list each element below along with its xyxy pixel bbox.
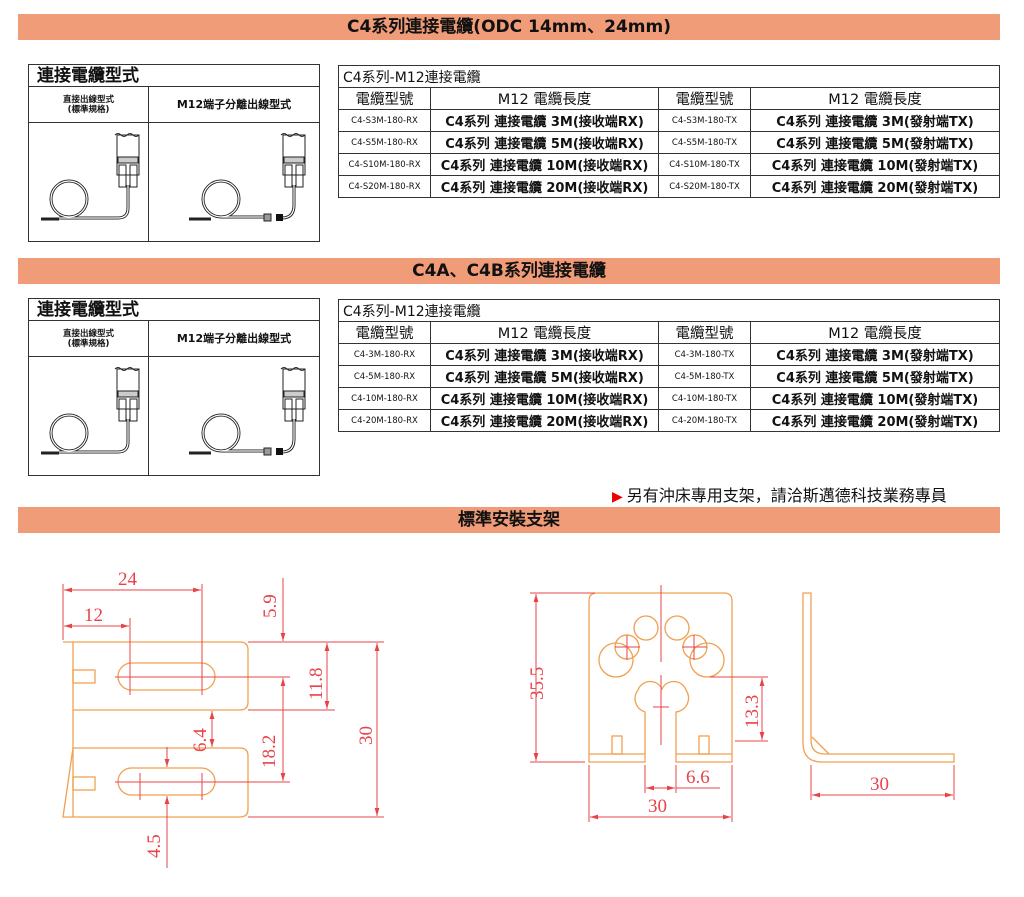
dim-24: 24 <box>118 569 138 590</box>
desc-cell: C4系列 連接電纜 3M(發射端TX) <box>750 109 1000 132</box>
dim-13-3: 13.3 <box>742 695 763 728</box>
desc-cell: C4系列 連接電纜 10M(發射端TX) <box>750 387 1000 410</box>
bracket-top-view <box>62 641 249 818</box>
desc-cell: C4系列 連接電纜 3M(接收端RX) <box>430 109 659 132</box>
cable-type-title: 連接電纜型式 <box>29 65 319 87</box>
desc-cell: C4系列 連接電纜 20M(發射端TX) <box>750 175 1000 198</box>
desc-cell: C4系列 連接電纜 3M(接收端RX) <box>430 343 659 366</box>
desc-cell: C4系列 連接電纜 5M(接收端RX) <box>430 365 659 388</box>
m12-cable-illustration <box>149 123 319 241</box>
cable-type-title: 連接電纜型式 <box>29 299 319 321</box>
m12-type-label: M12端子分離出線型式 <box>176 331 292 345</box>
direct-type-label: 直接出線型式(標準規格) <box>29 321 149 356</box>
dim-12: 12 <box>84 605 103 626</box>
dim-4-5: 4.5 <box>144 834 165 858</box>
dim-35-5: 35.5 <box>527 667 548 700</box>
top-view-dimension-lines <box>62 578 384 868</box>
section-title-c4: C4系列連接電纜(ODC 14mm、24mm) <box>18 14 1000 40</box>
dim-11-8: 11.8 <box>306 667 327 700</box>
front-view-dimension-lines <box>530 585 768 822</box>
bracket-front-view <box>588 592 733 763</box>
direct-cable-illustration <box>29 123 149 241</box>
desc-cell: C4系列 連接電纜 10M(接收端RX) <box>430 153 659 176</box>
model-cell: C4-20M-180-TX <box>658 409 751 432</box>
dim-6-4: 6.4 <box>190 728 211 752</box>
header-length: M12 電纜長度 <box>750 321 1000 344</box>
direct-type-label: 直接出線型式(標準規格) <box>29 87 149 122</box>
dim-front-30: 30 <box>648 796 667 817</box>
note-text: ▶另有沖床專用支架，請洽斯邁德科技業務專員 <box>612 486 947 505</box>
dim-6-6: 6.6 <box>686 767 710 788</box>
desc-cell: C4系列 連接電纜 5M(發射端TX) <box>750 365 1000 388</box>
desc-cell: C4系列 連接電纜 20M(接收端RX) <box>430 409 659 432</box>
cable-type-box: 連接電纜型式 直接出線型式(標準規格) M12端子分離出線型式 <box>28 298 320 476</box>
m12-type-label: M12端子分離出線型式 <box>176 97 292 111</box>
section-title-bracket: 標準安裝支架 <box>18 507 1000 533</box>
desc-cell: C4系列 連接電纜 20M(發射端TX) <box>750 409 1000 432</box>
bracket-side-view <box>802 592 955 763</box>
header-model: 電纜型號 <box>338 87 431 110</box>
header-length: M12 電纜長度 <box>430 87 659 110</box>
header-model: 電纜型號 <box>658 87 751 110</box>
desc-cell: C4系列 連接電纜 10M(接收端RX) <box>430 387 659 410</box>
cable-type-box: 連接電纜型式 直接出線型式(標準規格) M12端子分離出線型式 <box>28 64 320 242</box>
dim-side-30: 30 <box>870 774 889 795</box>
dim-18-2: 18.2 <box>259 735 280 768</box>
m12-cable-illustration <box>149 357 319 475</box>
section-title-c4a-c4b: C4A、C4B系列連接電纜 <box>18 258 1000 284</box>
cable-table-c4: C4系列-M12連接電纜 電纜型號 M12 電纜長度 電纜型號 M12 電纜長度… <box>338 65 1000 198</box>
desc-cell: C4系列 連接電纜 5M(發射端TX) <box>750 131 1000 154</box>
desc-cell: C4系列 連接電纜 3M(發射端TX) <box>750 343 1000 366</box>
cable-table-c4a-c4b: C4系列-M12連接電纜 電纜型號 M12 電纜長度 電纜型號 M12 電纜長度… <box>338 299 1000 432</box>
dim-5-9: 5.9 <box>260 594 281 618</box>
dim-30: 30 <box>356 726 377 745</box>
triangle-bullet-icon: ▶ <box>612 489 623 505</box>
direct-cable-illustration <box>29 357 149 475</box>
desc-cell: C4系列 連接電纜 20M(接收端RX) <box>430 175 659 198</box>
